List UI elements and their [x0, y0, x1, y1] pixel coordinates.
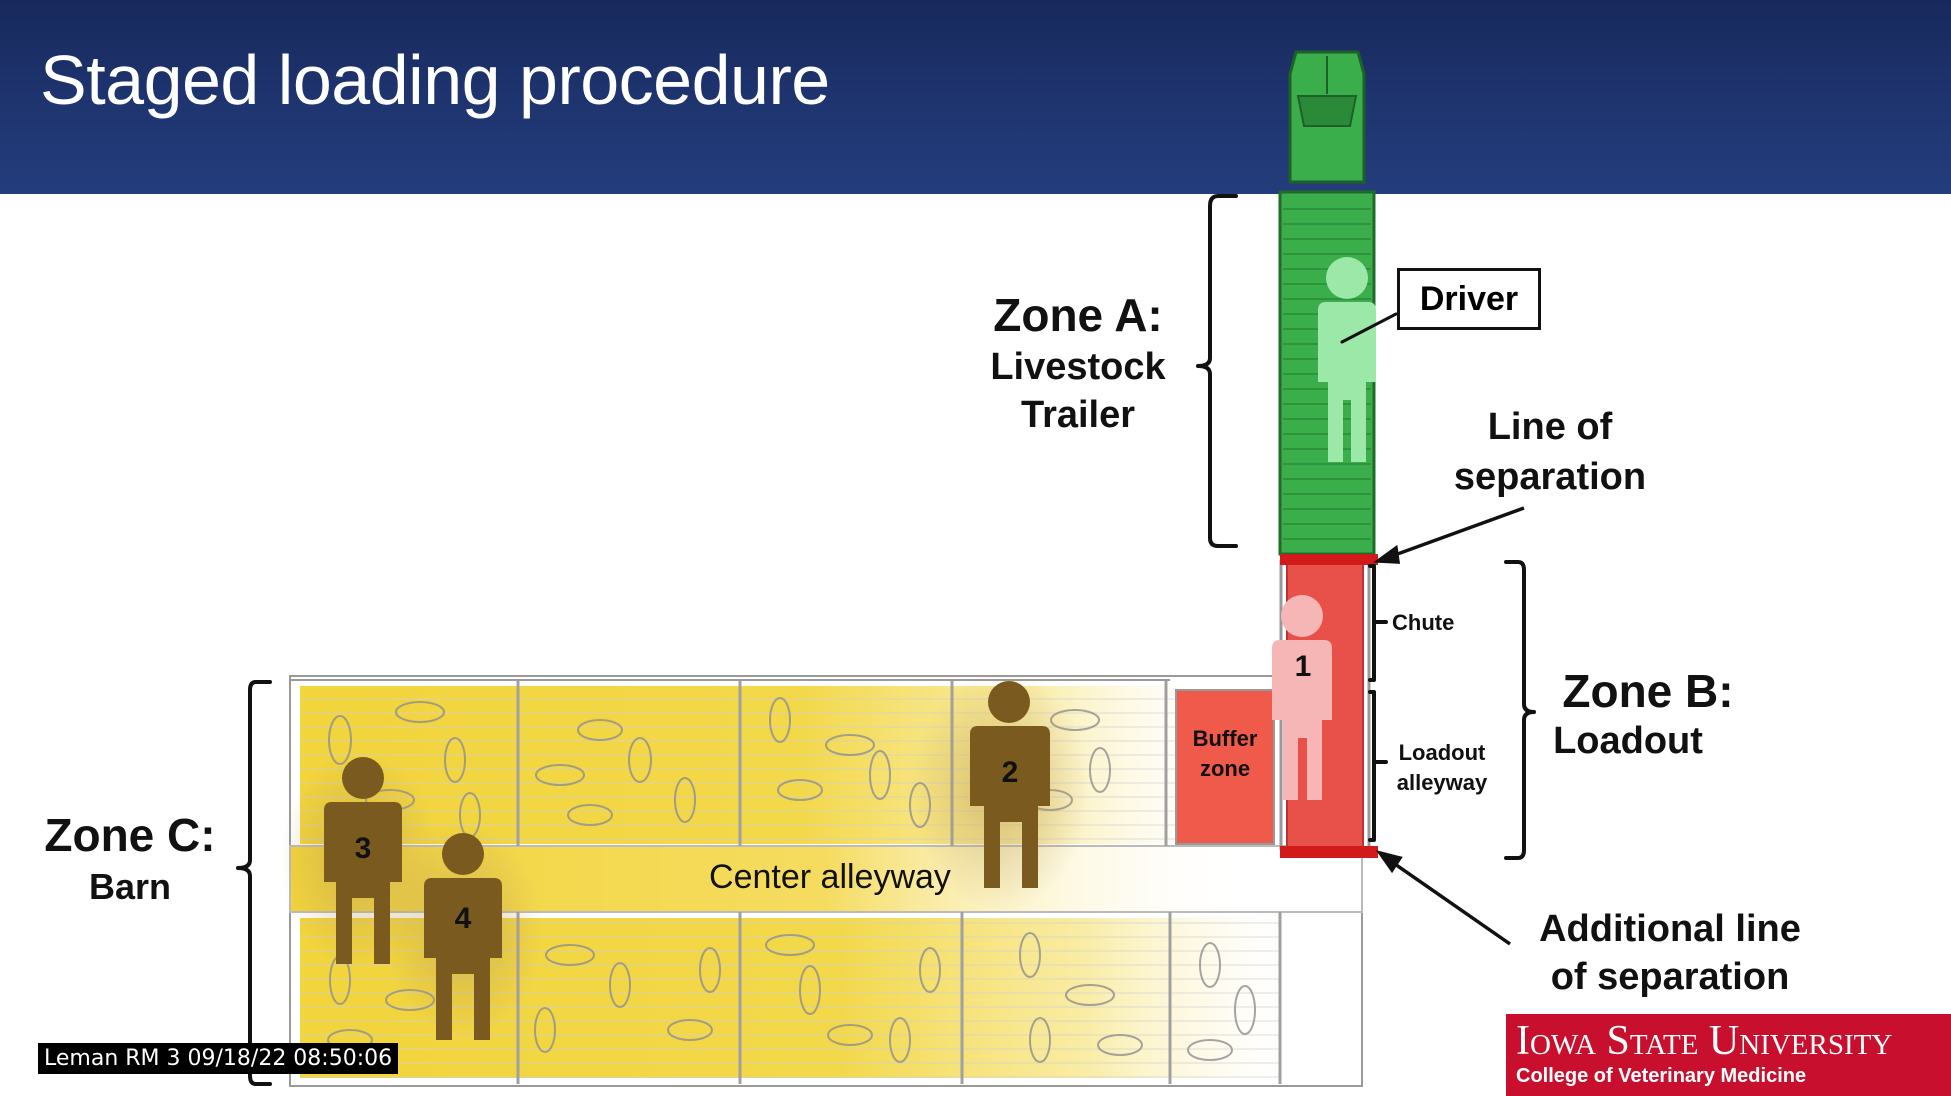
- worker-4-number: 4: [454, 902, 472, 935]
- isu-wordmark: Iowa State University: [1516, 1018, 1893, 1064]
- line-of-separation-label-1: Line of: [1487, 406, 1613, 448]
- slide-header: [0, 0, 1951, 194]
- camera-timestamp: Leman RM 3 09/18/22 08:50:06: [38, 1043, 399, 1074]
- chute-label: Chute: [1392, 610, 1455, 635]
- zone-a-line2: Trailer: [1020, 394, 1136, 436]
- worker-1-figure: [1272, 595, 1332, 800]
- worker-3-number: 3: [354, 832, 372, 865]
- zone-b-bracket: [1504, 560, 1536, 860]
- zone-a-bracket: [1196, 194, 1238, 548]
- chute-bracket: [1368, 564, 1388, 682]
- slide-title: Staged loading procedure: [40, 41, 830, 119]
- zone-b-heading: Zone B:: [1562, 665, 1734, 717]
- worker-2-figure: [970, 681, 1050, 888]
- isu-college: College of Veterinary Medicine: [1516, 1065, 1807, 1087]
- additional-line-of-separation: [1280, 846, 1378, 858]
- driver-figure: [1318, 257, 1376, 462]
- additional-separation-label-1: Additional line: [1539, 908, 1801, 950]
- line-of-separation-label-2: separation: [1453, 456, 1647, 498]
- loadout-alleyway-label-2: alleyway: [1396, 770, 1488, 795]
- isu-logo: Iowa State University College of Veterin…: [1506, 1014, 1951, 1096]
- zone-a-line1: Livestock: [990, 346, 1166, 388]
- driver-label: Driver: [1397, 268, 1541, 330]
- loadout-alleyway-label-1: Loadout: [1398, 740, 1486, 765]
- zone-b-line1: Loadout: [1553, 720, 1703, 762]
- additional-separation-label-2: of separation: [1550, 956, 1790, 998]
- loadout-alleyway-bracket: [1368, 690, 1388, 842]
- buffer-zone-label-1: Buffer: [1192, 726, 1258, 751]
- worker-1-number: 1: [1294, 650, 1312, 683]
- zone-c-bracket: [236, 680, 272, 1086]
- worker-3-figure: [324, 757, 402, 964]
- worker-2-number: 2: [1001, 756, 1019, 789]
- buffer-zone: [1175, 689, 1275, 845]
- buffer-zone-label-2: zone: [1199, 756, 1251, 781]
- truck-cab: [1288, 50, 1366, 184]
- line-of-separation: [1280, 554, 1378, 565]
- zone-a-heading: Zone A:: [993, 289, 1163, 341]
- worker-4-figure: [424, 833, 502, 1040]
- center-alleyway-label: Center alleyway: [709, 858, 951, 896]
- zone-c-line1: Barn: [88, 866, 172, 907]
- zone-c-heading: Zone C:: [44, 809, 216, 861]
